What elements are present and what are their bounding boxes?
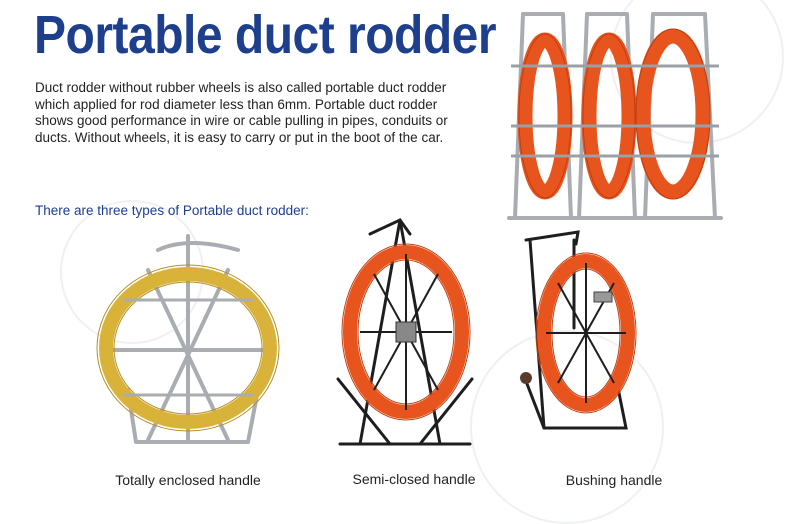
caption-bushing-handle: Bushing handle: [565, 472, 663, 488]
caption-semi-closed: Semi-closed handle: [352, 471, 476, 487]
page-title: Portable duct rodder: [34, 5, 497, 66]
bushing-handle-rodder-image: [520, 230, 637, 430]
description-paragraph: Duct rodder without rubber wheels is als…: [35, 80, 448, 145]
three-rodders-photo: [507, 12, 723, 220]
caption-totally-enclosed: Totally enclosed handle: [115, 472, 261, 488]
totally-enclosed-rodder-image: [96, 234, 280, 444]
types-heading: There are three types of Portable duct r…: [35, 203, 309, 218]
semi-closed-rodder-image: [336, 218, 474, 446]
